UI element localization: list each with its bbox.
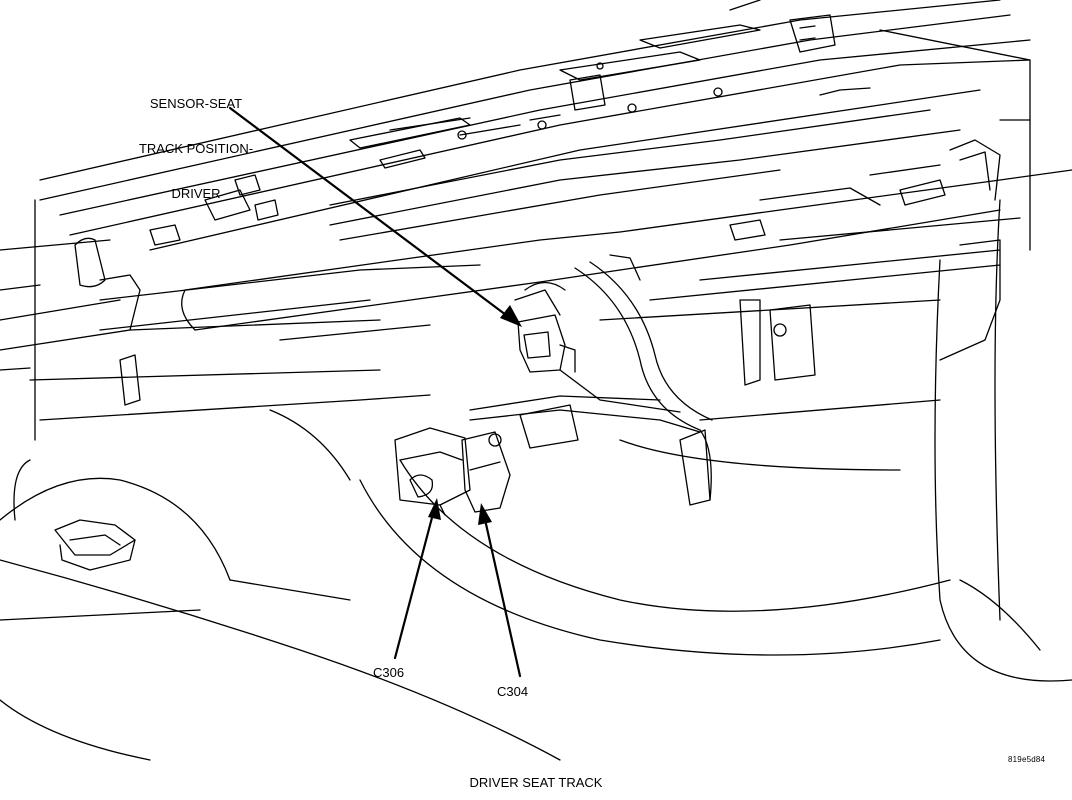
wiring-harness — [469, 254, 713, 506]
sensor-callout-line3: DRIVER — [171, 186, 221, 201]
leader-lines — [228, 106, 522, 678]
rail-holes — [457, 62, 723, 140]
figure-caption: DRIVER SEAT TRACK — [469, 775, 603, 790]
arrowheads — [428, 305, 522, 525]
cross-bar — [181, 231, 621, 341]
connector-c306 — [394, 427, 471, 516]
figure-id: 819e5d84 — [1008, 755, 1046, 764]
sensor-callout: SENSOR-SEAT TRACK POSITION- DRIVER — [128, 66, 264, 216]
right-track-body — [599, 119, 1072, 386]
c306-callout: C306 — [373, 665, 405, 680]
sensor-callout-line2: TRACK POSITION- — [138, 141, 254, 156]
sensor-callout-line1: SENSOR-SEAT — [149, 96, 243, 111]
lower-floor — [0, 199, 1072, 761]
seat-track-position-sensor — [514, 289, 576, 373]
hex-bolt — [54, 519, 136, 571]
upper-seat-frame — [39, 0, 1031, 251]
c304-callout: C304 — [497, 684, 529, 699]
connector-c304 — [461, 431, 511, 513]
